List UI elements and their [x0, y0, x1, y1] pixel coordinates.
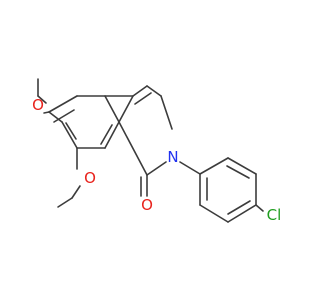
- bond: [132, 85, 148, 97]
- bond: [199, 157, 229, 175]
- chlorine-atom-label: Cl: [267, 206, 282, 224]
- bond: [48, 95, 78, 113]
- oxygen-atom-label: O: [32, 96, 44, 114]
- bond: [179, 161, 201, 175]
- bond: [227, 200, 251, 215]
- bond-lines: [37, 78, 264, 223]
- bond: [146, 85, 162, 97]
- bond: [37, 95, 47, 104]
- bond: [255, 204, 264, 212]
- bond: [160, 95, 173, 130]
- oxygen-atom-label: O: [84, 169, 96, 187]
- bond: [53, 109, 75, 123]
- bond: [227, 204, 257, 223]
- bond: [43, 111, 50, 114]
- bond: [118, 95, 134, 123]
- nitrogen-atom-label: N: [167, 148, 178, 166]
- bond: [71, 185, 81, 199]
- bond: [48, 111, 63, 123]
- oxygen-atom-label: O: [141, 196, 153, 214]
- bond: [100, 124, 113, 145]
- bond: [227, 157, 257, 175]
- bond: [61, 121, 78, 149]
- bond: [146, 161, 167, 176]
- bond: [65, 122, 77, 140]
- bond: [118, 121, 148, 176]
- chemical-structure: O O O N Cl: [32, 78, 282, 224]
- bond: [57, 197, 73, 208]
- bond: [199, 204, 229, 223]
- bond: [134, 92, 152, 105]
- bond: [104, 95, 120, 123]
- bond: [226, 165, 250, 179]
- bond: [104, 121, 120, 149]
